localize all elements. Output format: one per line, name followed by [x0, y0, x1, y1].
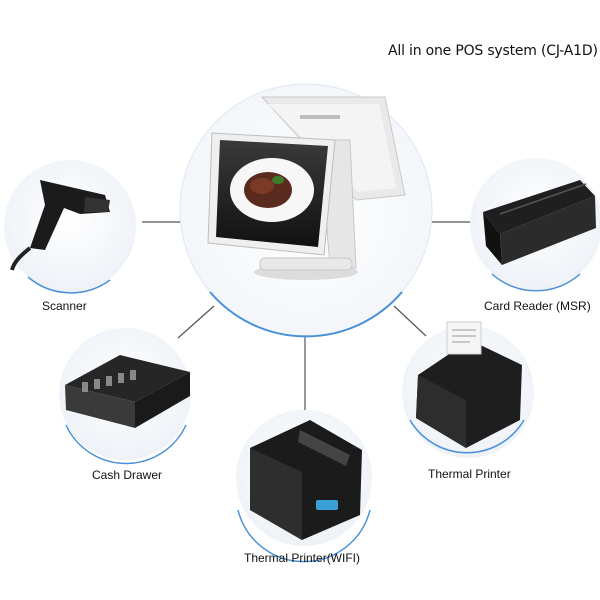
thermal-printer-wifi-node: [236, 410, 372, 563]
cash-drawer-label: Cash Drawer: [92, 468, 163, 482]
card-reader-node: [470, 158, 600, 292]
scanner-label: Scanner: [42, 299, 87, 313]
pos-terminal-group: [179, 83, 433, 338]
page-title: All in one POS system (CJ-A1D): [388, 43, 598, 59]
thermal-printer-node: [402, 321, 534, 458]
thermal-printer-wifi-label: Thermal Printer(WIFI): [244, 551, 361, 565]
connector-cash-drawer: [177, 305, 215, 339]
thermal-printer-wifi-icon: [250, 420, 362, 540]
barcode-scanner-icon: [10, 180, 110, 271]
card-reader-icon: [483, 180, 596, 265]
card-reader-label: Card Reader (MSR): [484, 299, 591, 313]
thermal-printer-label: Thermal Printer: [428, 467, 511, 481]
main-screen-icon: [207, 132, 336, 256]
cash-drawer-node: [59, 328, 191, 465]
scanner-node: [4, 160, 136, 294]
connector-lines: [142, 221, 472, 410]
cash-drawer-icon: [65, 355, 190, 428]
connector-thermal-printer: [393, 305, 427, 337]
thermal-printer-icon: [416, 321, 522, 448]
